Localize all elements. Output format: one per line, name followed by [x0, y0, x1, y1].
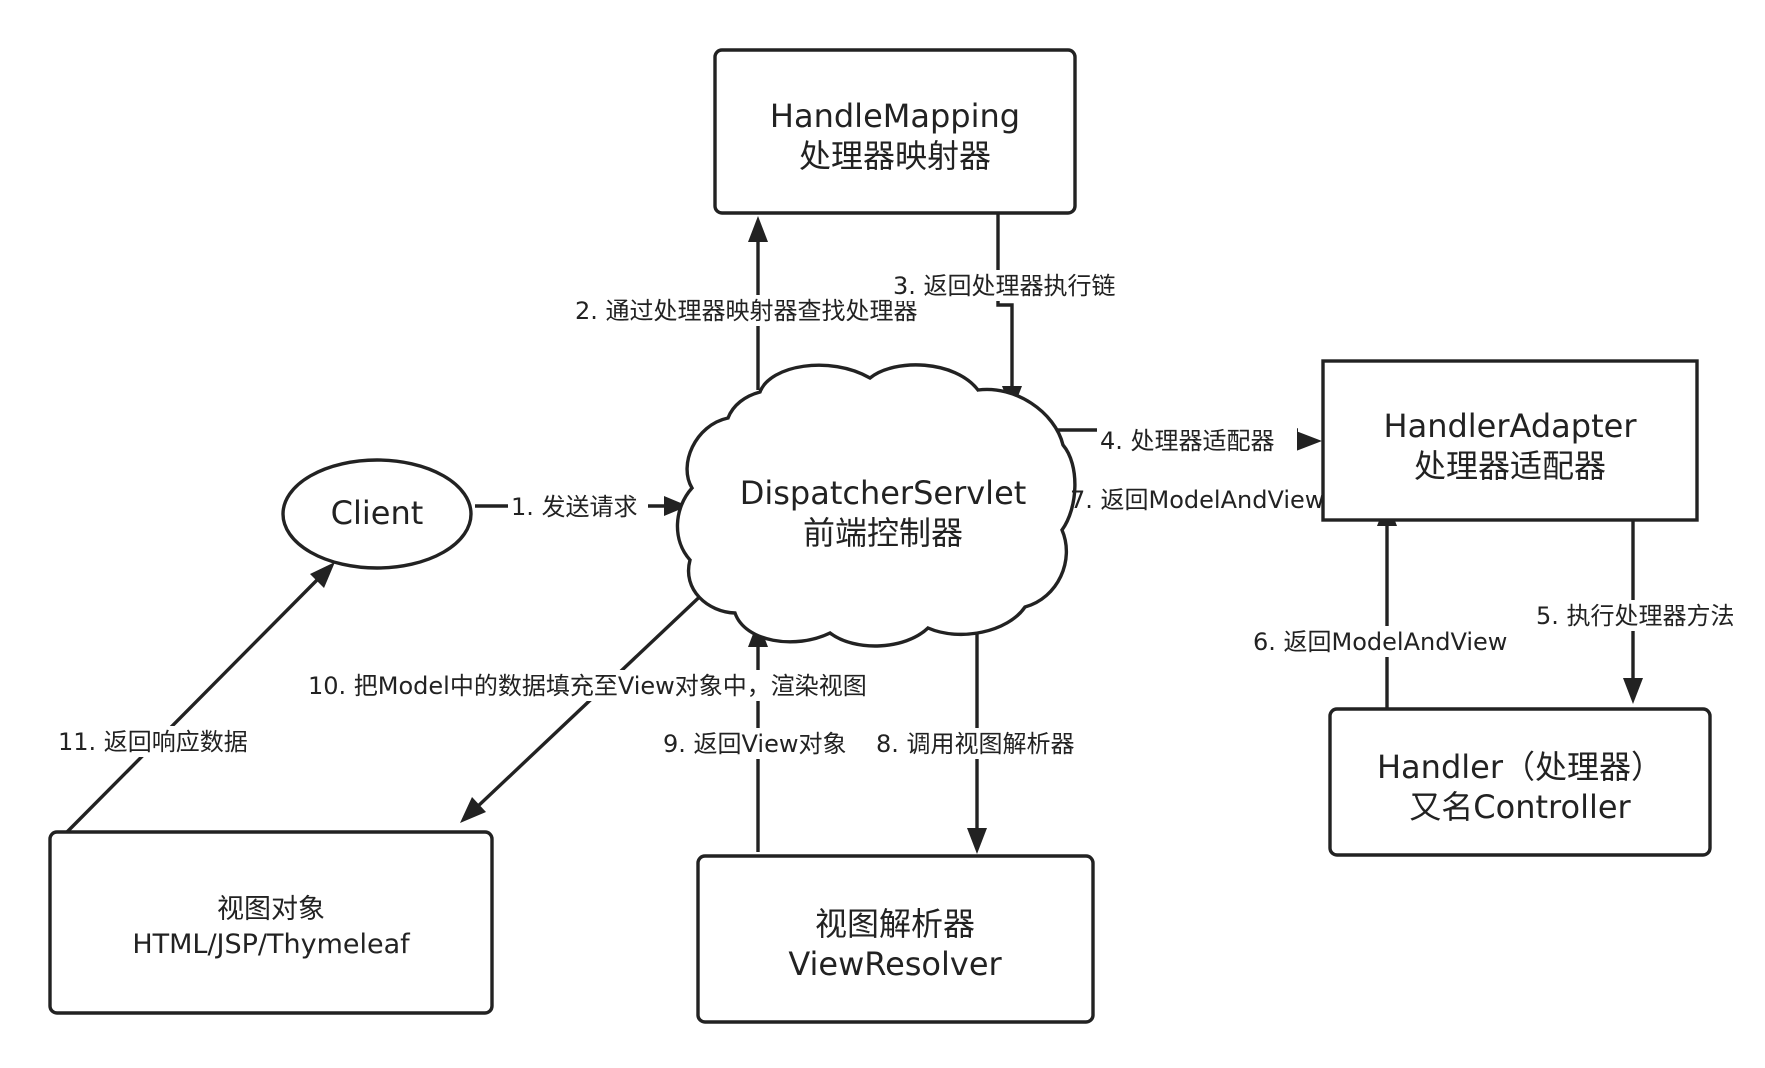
svg-text:5. 执行处理器方法: 5. 执行处理器方法	[1536, 602, 1735, 630]
edge-label-3: 3. 返回处理器执行链	[890, 270, 1135, 301]
edge-11	[65, 562, 335, 834]
handle-mapping-subtitle: 处理器映射器	[799, 137, 991, 175]
handler-adapter-subtitle: 处理器适配器	[1414, 447, 1606, 485]
client-label: Client	[331, 494, 424, 532]
view-resolver-subtitle: ViewResolver	[788, 945, 1002, 983]
edge-5	[1623, 515, 1643, 704]
view-object-title: 视图对象	[217, 894, 325, 925]
svg-text:4. 处理器适配器: 4. 处理器适配器	[1100, 427, 1275, 455]
client-node: Client	[281, 458, 473, 570]
view-object-subtitle: HTML/JSP/Thymeleaf	[132, 929, 411, 960]
handler-title: Handler（处理器）	[1377, 748, 1663, 786]
handler-node: Handler（处理器） 又名Controller	[1328, 707, 1712, 857]
dispatcher-title: DispatcherServlet	[740, 474, 1027, 512]
view-resolver-title: 视图解析器	[815, 905, 975, 943]
svg-text:3. 返回处理器执行链: 3. 返回处理器执行链	[893, 272, 1116, 300]
dispatcher-servlet-cloud: DispatcherServlet 前端控制器	[675, 363, 1077, 648]
handle-mapping-title: HandleMapping	[770, 97, 1020, 135]
edge-label-10: 10. 把Model中的数据填充至View对象中，渲染视图	[305, 670, 917, 701]
dispatcher-subtitle: 前端控制器	[803, 514, 963, 552]
edge-label-9: 9. 返回View对象	[660, 728, 860, 759]
handle-mapping-node: HandleMapping 处理器映射器	[713, 48, 1077, 215]
edge-6	[1377, 500, 1397, 708]
svg-text:8. 调用视图解析器: 8. 调用视图解析器	[876, 730, 1075, 758]
svg-text:6. 返回ModelAndView: 6. 返回ModelAndView	[1253, 628, 1507, 656]
edge-label-4: 4. 处理器适配器	[1097, 426, 1297, 456]
view-object-node: 视图对象 HTML/JSP/Thymeleaf	[48, 830, 494, 1015]
svg-text:10. 把Model中的数据填充至View对象中，渲染视图: 10. 把Model中的数据填充至View对象中，渲染视图	[308, 672, 867, 700]
svg-text:2. 通过处理器映射器查找处理器: 2. 通过处理器映射器查找处理器	[575, 297, 918, 325]
edge-label-5: 5. 执行处理器方法	[1533, 600, 1748, 631]
edge-label-2: 2. 通过处理器映射器查找处理器	[572, 295, 947, 326]
edge-3	[996, 211, 1022, 412]
handler-adapter-node: HandlerAdapter 处理器适配器	[1321, 359, 1699, 522]
svg-text:7. 返回ModelAndView: 7. 返回ModelAndView	[1070, 486, 1324, 514]
edge-label-6: 6. 返回ModelAndView	[1250, 626, 1535, 657]
handler-subtitle: 又名Controller	[1409, 788, 1631, 826]
view-resolver-node: 视图解析器 ViewResolver	[696, 854, 1095, 1024]
svg-text:9. 返回View对象: 9. 返回View对象	[663, 730, 846, 758]
svg-text:1. 发送请求: 1. 发送请求	[511, 493, 638, 521]
edge-label-7: 7. 返回ModelAndView	[1070, 486, 1324, 514]
svg-text:11. 返回响应数据: 11. 返回响应数据	[58, 728, 248, 756]
edge-label-1: 1. 发送请求	[508, 492, 648, 522]
edge-label-11: 11. 返回响应数据	[55, 726, 267, 757]
handler-adapter-title: HandlerAdapter	[1384, 407, 1638, 445]
edge-label-8: 8. 调用视图解析器	[873, 728, 1098, 759]
